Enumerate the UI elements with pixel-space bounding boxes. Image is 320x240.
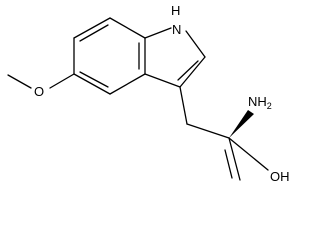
acid-oh-label: OH bbox=[270, 169, 290, 184]
amine-h-subscript: 2 bbox=[267, 101, 272, 111]
methoxy-group bbox=[7, 73, 75, 89]
indole-nh-n-label: N bbox=[172, 22, 181, 37]
molecule-structure: H N O NH2 OH bbox=[7, 3, 290, 184]
stereo-wedge-bond bbox=[229, 110, 254, 138]
amine-label: NH2 bbox=[248, 94, 272, 111]
amine-n-label: N bbox=[248, 94, 257, 109]
amine-h-label: H bbox=[257, 94, 266, 109]
methoxy-oxygen-label: O bbox=[34, 84, 44, 99]
benzene-ring bbox=[73, 17, 146, 95]
indole-nh-h-label: H bbox=[171, 3, 180, 18]
pyrrole-ring bbox=[144, 27, 206, 88]
side-chain bbox=[179, 86, 269, 181]
